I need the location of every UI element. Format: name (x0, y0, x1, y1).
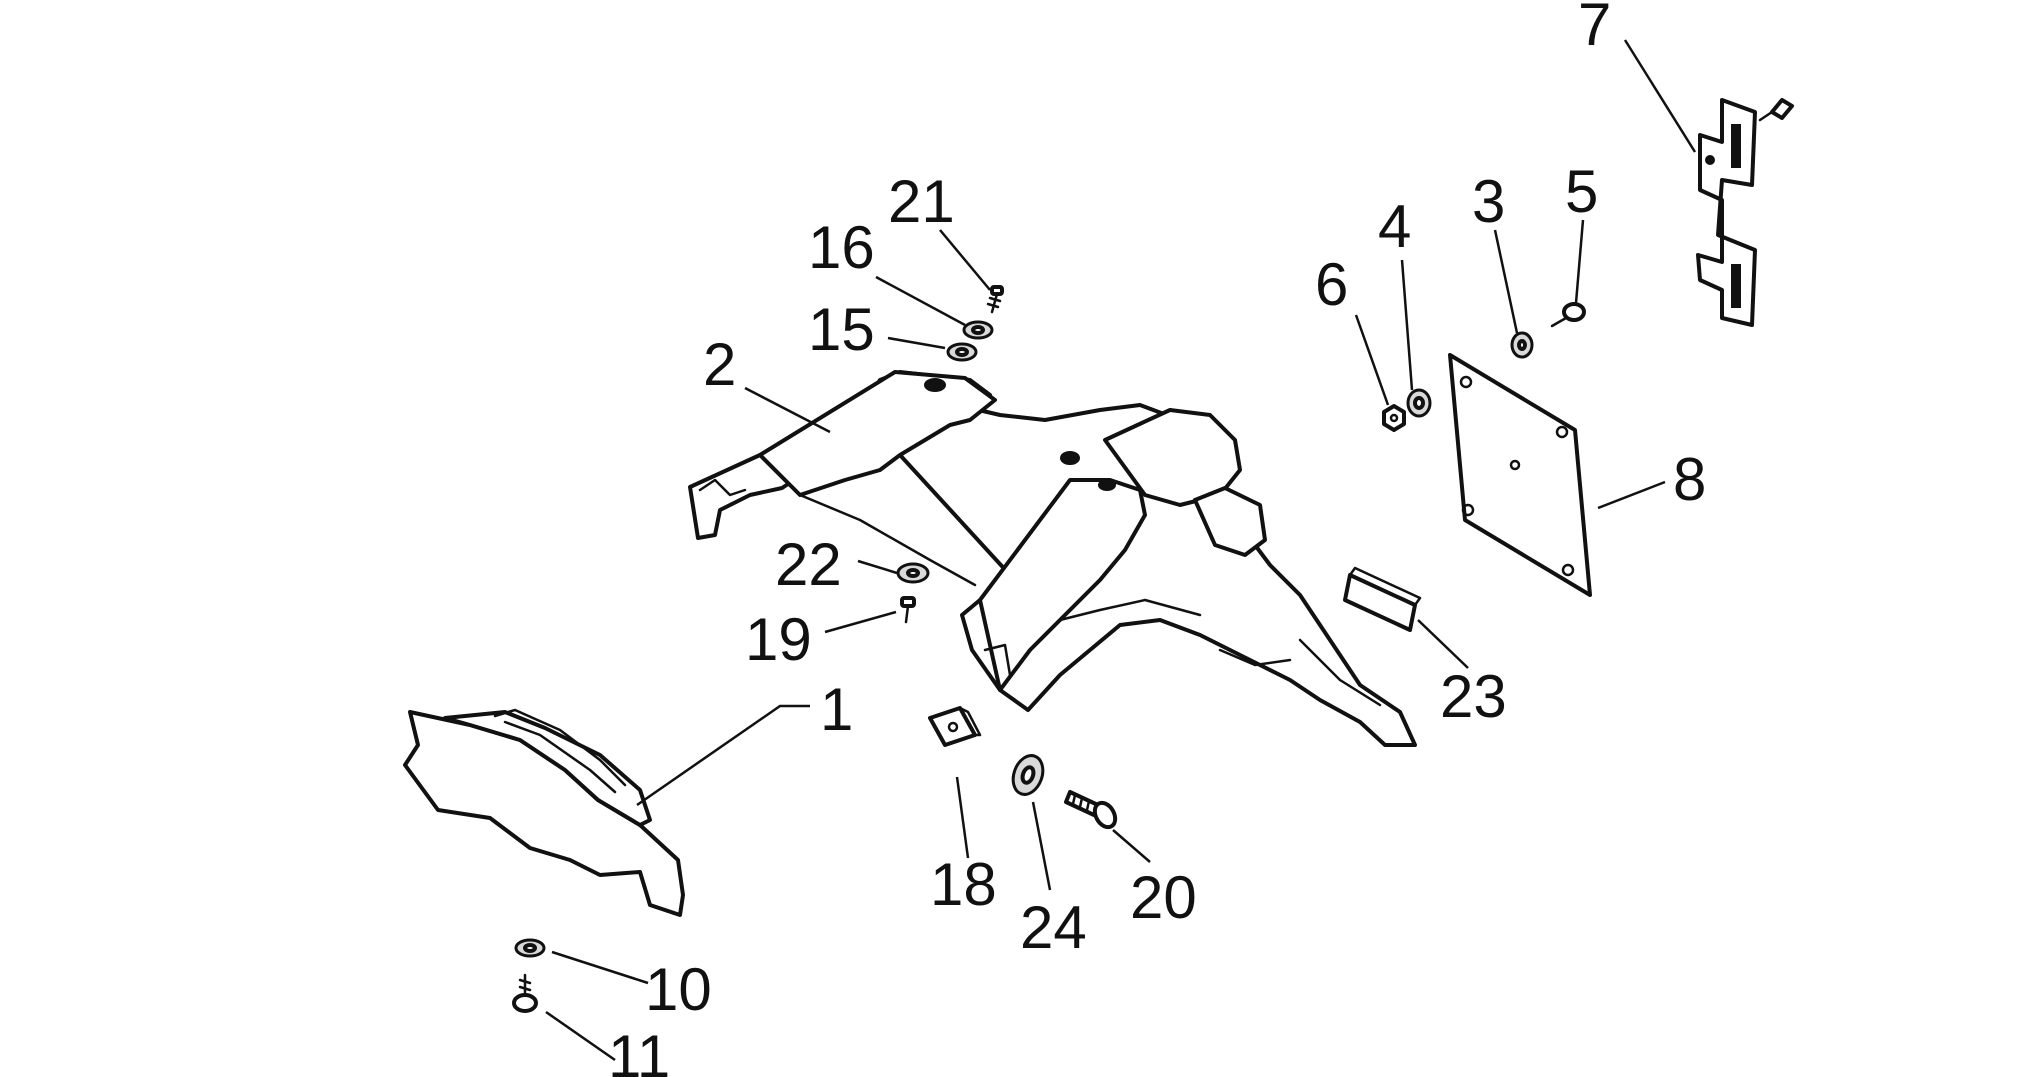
leader-10 (551, 950, 649, 985)
callout-7: 7 (1578, 0, 1611, 58)
callout-6: 6 (1315, 251, 1348, 318)
callout-23: 23 (1440, 663, 1507, 730)
callout-15: 15 (808, 296, 875, 363)
leader-22 (857, 559, 898, 575)
leader-1 (636, 704, 810, 807)
part-7-mounting-bracket (1696, 98, 1794, 327)
part-4-washer (1406, 388, 1432, 418)
leader-19 (824, 610, 897, 634)
part-16-washer (962, 320, 994, 340)
callout-3: 3 (1472, 168, 1505, 235)
leader-21 (939, 229, 991, 291)
callout-2: 2 (703, 331, 736, 398)
part-10-washer (514, 938, 546, 958)
leader-15 (887, 336, 946, 350)
part-6-nut (1382, 404, 1406, 432)
leader-6 (1354, 314, 1390, 406)
part-1-tail-light-housing (403, 708, 685, 917)
part-19-screw (900, 596, 916, 624)
callout-20: 20 (1130, 864, 1197, 931)
callout-5: 5 (1565, 158, 1598, 225)
part-24-washer (1011, 754, 1045, 796)
part-23-rubber-pad (1343, 566, 1422, 632)
callout-21: 21 (888, 168, 955, 235)
leader-7 (1623, 39, 1697, 153)
part-22-washer (896, 562, 930, 584)
part-5-screw (1550, 302, 1586, 328)
part-15-washer (946, 342, 978, 362)
callout-4: 4 (1378, 193, 1411, 260)
callout-10: 10 (645, 956, 712, 1023)
leader-lines (545, 39, 1697, 1062)
callout-19: 19 (745, 606, 812, 673)
callout-1: 1 (820, 676, 853, 743)
part-11-screw (512, 973, 538, 1013)
part-2-rear-frame (688, 370, 1417, 747)
part-18-clip-nut (928, 706, 982, 747)
part-3-washer (1510, 331, 1534, 359)
leader-23 (1417, 619, 1469, 669)
leader-2 (744, 386, 831, 434)
callout-11: 11 (608, 1023, 670, 1077)
leader-3 (1493, 229, 1519, 334)
leader-5 (1574, 219, 1585, 304)
callout-labels: 1 2 3 4 5 6 7 8 10 11 15 16 18 19 20 21 … (608, 0, 1706, 1077)
leader-24 (1031, 801, 1052, 891)
leader-4 (1400, 259, 1414, 391)
callout-18: 18 (930, 851, 997, 918)
callout-8: 8 (1673, 446, 1706, 513)
part-21-screw (986, 285, 1004, 314)
callout-16: 16 (808, 214, 875, 281)
leader-20 (1112, 829, 1151, 863)
leader-18 (955, 776, 970, 859)
leader-16 (875, 275, 966, 327)
callout-22: 22 (775, 531, 842, 598)
part-20-screw (1064, 790, 1118, 830)
leader-11 (545, 1010, 616, 1062)
part-8-square-plate (1448, 353, 1592, 597)
leader-8 (1597, 480, 1666, 510)
callout-24: 24 (1020, 894, 1087, 961)
